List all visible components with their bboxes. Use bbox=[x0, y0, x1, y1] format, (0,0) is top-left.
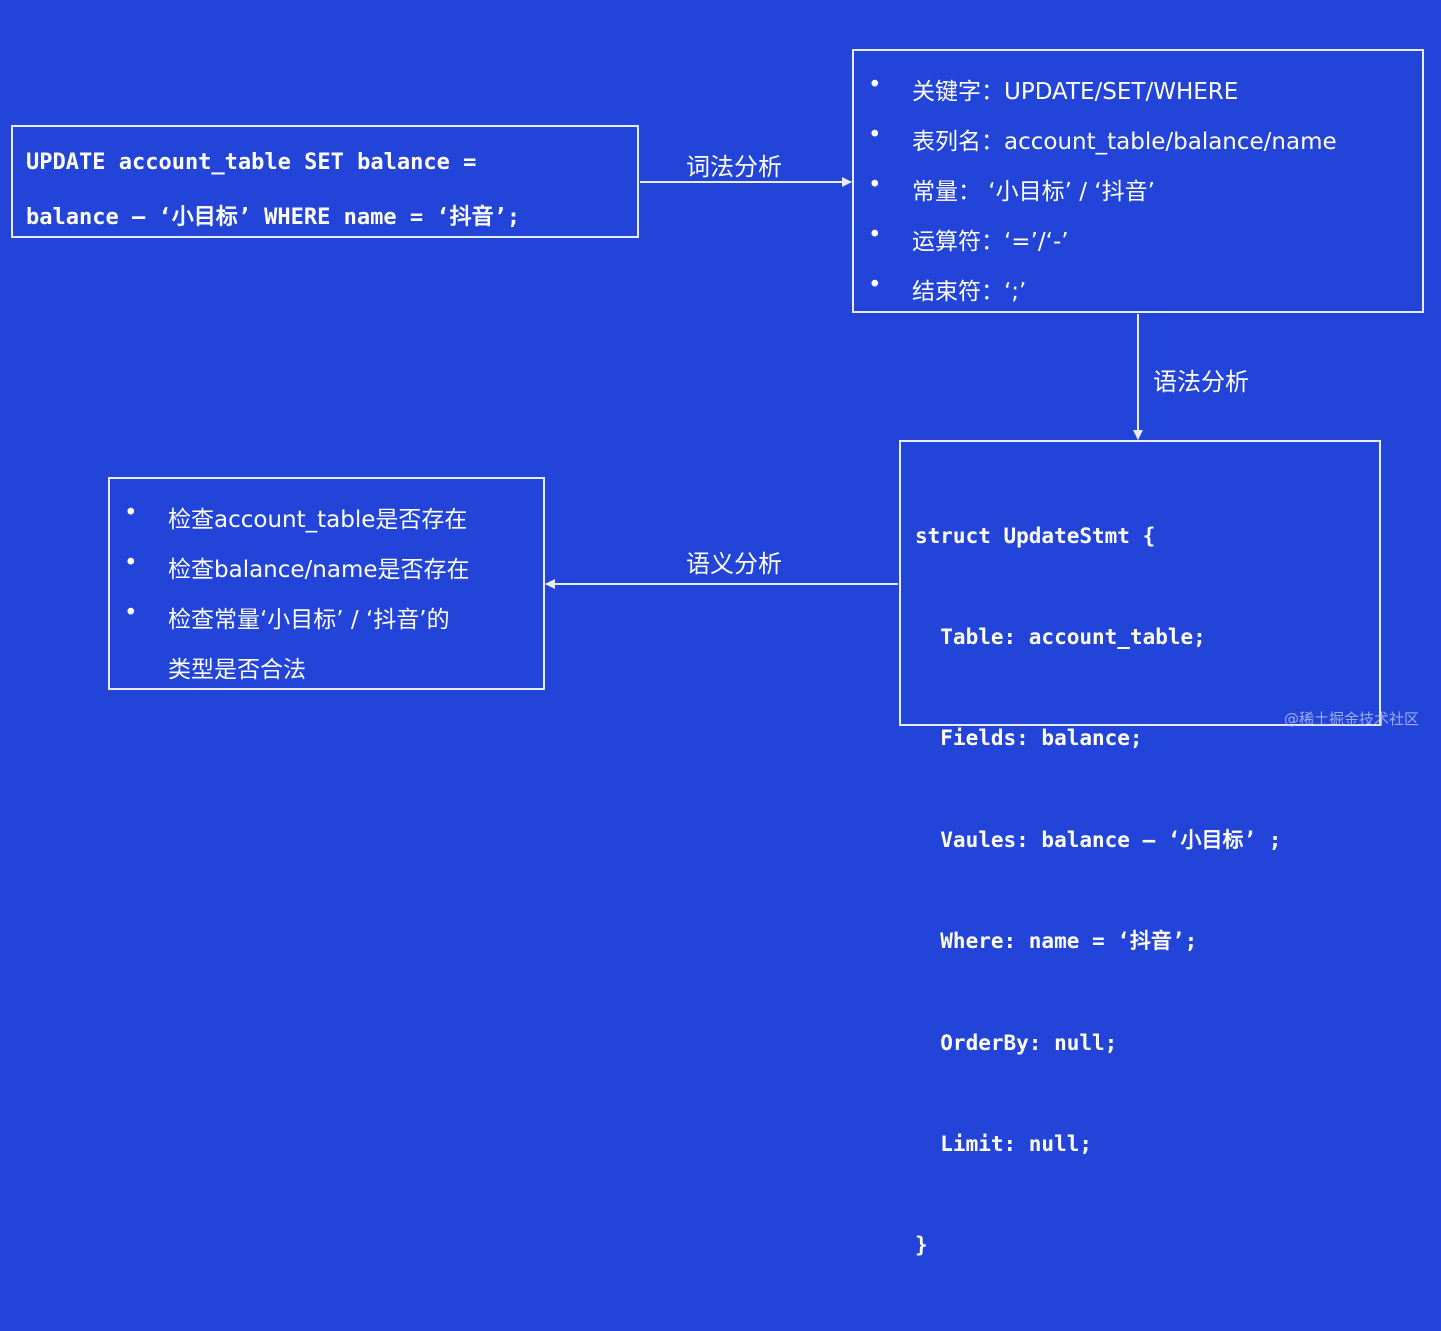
syntax-struct-box: struct UpdateStmt { Table: account_table… bbox=[899, 440, 1381, 1257]
lexical-analysis-label: 词法分析 bbox=[686, 153, 782, 181]
list-item-text: 结束符：‘;’ bbox=[912, 279, 1027, 305]
list-item-text: 检查account_table是否存在 bbox=[168, 507, 468, 533]
lexical-result-box: • 关键字：UPDATE/SET/WHERE • 表列名：account_table… bbox=[852, 49, 1424, 313]
syntax-analysis-label: 语法分析 bbox=[1153, 368, 1249, 396]
sql-statement-box: UPDATE account_table SET balance = balan… bbox=[11, 125, 639, 238]
list-item-text: 关键字：UPDATE/SET/WHERE bbox=[912, 79, 1239, 105]
code-line: Table: account_table; bbox=[915, 624, 1206, 649]
code-line: struct UpdateStmt { bbox=[915, 523, 1156, 548]
list-item-text: 常量： ‘小目标’ / ‘抖音’ bbox=[912, 179, 1155, 205]
bullet-icon: • bbox=[868, 122, 882, 148]
code-line: Limit: null; bbox=[915, 1131, 1093, 1156]
struct-code: struct UpdateStmt { Table: account_table… bbox=[915, 452, 1281, 1331]
bullet-icon: • bbox=[868, 72, 882, 98]
semantic-check-box: • 检查account_table是否存在 • 检查balance/name是否存在… bbox=[108, 477, 545, 690]
bullet-icon: • bbox=[124, 600, 138, 626]
code-line: OrderBy: null; bbox=[915, 1030, 1118, 1055]
code-line: } bbox=[915, 1233, 928, 1258]
code-line: Where: name = ‘抖音’; bbox=[915, 929, 1198, 954]
diagram-arrows bbox=[545, 177, 1143, 589]
bullet-icon: • bbox=[124, 500, 138, 526]
sql-line-1: UPDATE account_table SET balance = bbox=[26, 150, 477, 175]
bullet-icon: • bbox=[868, 272, 882, 298]
code-line: Vaules: balance – ‘小目标’ ; bbox=[915, 827, 1282, 852]
list-item-text: 类型是否合法 bbox=[168, 657, 306, 683]
watermark: @稀土掘金技术社区 bbox=[1283, 710, 1419, 728]
bullet-icon: • bbox=[868, 222, 882, 248]
list-item-text: 表列名：account_table/balance/name bbox=[912, 129, 1337, 155]
list-item-text: 检查常量‘小目标’ / ‘抖音’的 bbox=[168, 607, 450, 633]
list-item-text: 检查balance/name是否存在 bbox=[168, 557, 470, 583]
bullet-icon: • bbox=[124, 550, 138, 576]
semantic-analysis-label: 语义分析 bbox=[686, 550, 782, 578]
code-line: Fields: balance; bbox=[915, 726, 1143, 751]
list-item-text: 运算符：‘=’/‘-’ bbox=[912, 229, 1069, 255]
bullet-icon: • bbox=[868, 172, 882, 198]
sql-line-2: balance – ‘小目标’ WHERE name = ‘抖音’; bbox=[26, 205, 521, 230]
